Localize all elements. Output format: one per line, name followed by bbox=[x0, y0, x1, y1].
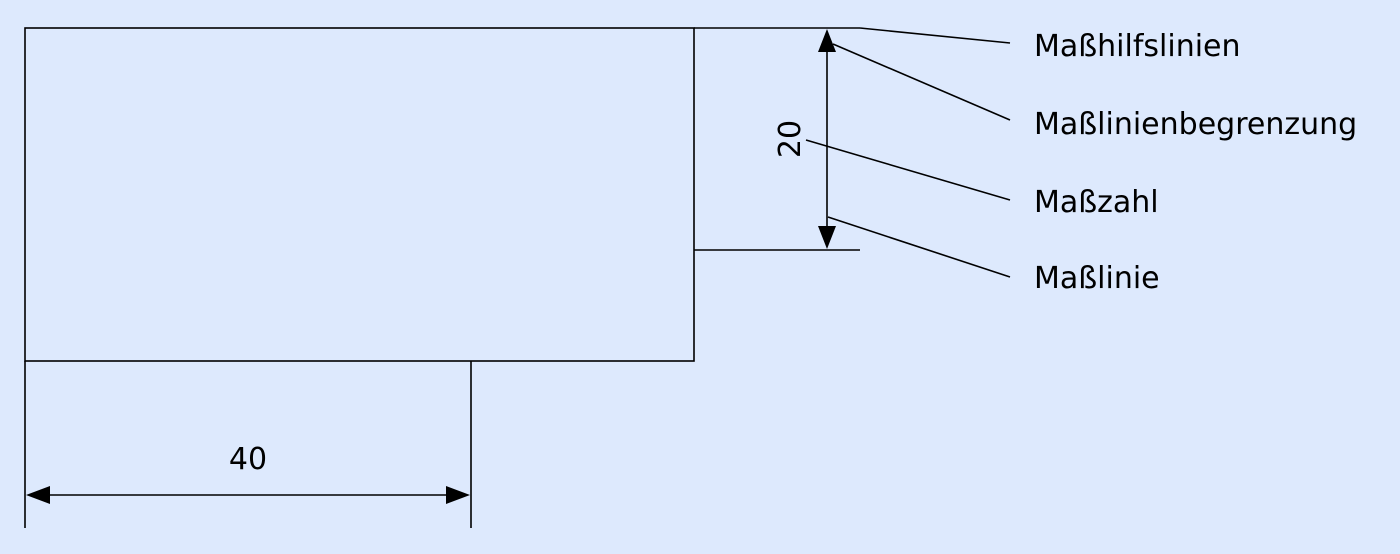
part-outline bbox=[24, 27, 695, 362]
callout-dimension-terminator: Maßlinienbegrenzung bbox=[1034, 107, 1357, 142]
vertical-arrowhead-top bbox=[818, 29, 836, 52]
leader-extension-lines bbox=[859, 27, 1011, 44]
vertical-dimension-number: 20 bbox=[773, 120, 808, 158]
leader-dimension-terminator bbox=[832, 43, 1011, 121]
callout-extension-lines: Maßhilfslinien bbox=[1034, 29, 1241, 64]
callout-dimension-number: Maßzahl bbox=[1034, 185, 1159, 220]
horizontal-arrowhead-right bbox=[446, 486, 470, 504]
horizontal-arrowhead-left bbox=[26, 486, 50, 504]
callout-dimension-line: Maßlinie bbox=[1034, 261, 1160, 296]
leader-dimension-number bbox=[805, 139, 1011, 201]
horizontal-dimension-number: 40 bbox=[229, 442, 267, 477]
vertical-arrowhead-bottom bbox=[818, 226, 836, 249]
leader-dimension-line bbox=[827, 216, 1011, 278]
